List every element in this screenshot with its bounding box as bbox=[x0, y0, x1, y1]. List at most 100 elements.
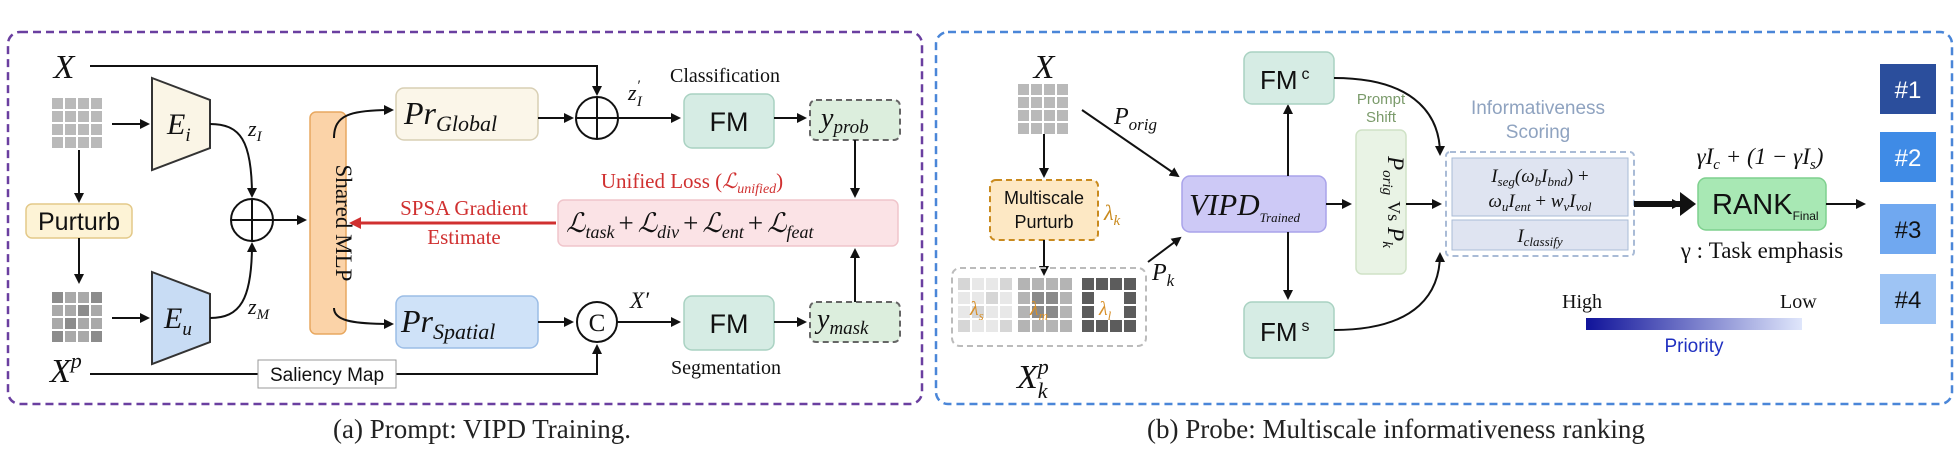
grid-cell bbox=[1082, 278, 1094, 290]
grid-cell bbox=[1044, 84, 1055, 95]
classify-score-label: Iclassify bbox=[1516, 226, 1563, 249]
prompt-shift-text: PorigVsPk bbox=[1379, 155, 1408, 248]
grid-cell bbox=[1018, 84, 1029, 95]
shared-mlp-box bbox=[309, 111, 347, 335]
grid-cell bbox=[986, 306, 998, 318]
grid-cell bbox=[52, 292, 63, 303]
grid-cell bbox=[52, 305, 63, 316]
z-m-label: zM bbox=[247, 294, 271, 323]
grid-cell bbox=[91, 318, 102, 329]
probe-x-label: X bbox=[1032, 49, 1056, 86]
grid-cell bbox=[78, 305, 89, 316]
scale-grids-container bbox=[951, 267, 1147, 347]
multiscale-label-1: Multiscale bbox=[1004, 188, 1084, 208]
grid-cell bbox=[65, 318, 76, 329]
perturb-label: Purturb bbox=[38, 208, 120, 236]
grid-cell bbox=[1057, 97, 1068, 108]
fm-segmentation-label: FM bbox=[710, 309, 749, 339]
grid-cell bbox=[972, 320, 984, 332]
rank-box-2: #2 bbox=[1880, 132, 1936, 182]
svg-text:#1: #1 bbox=[1895, 77, 1922, 104]
encoder-u bbox=[151, 270, 211, 366]
vipd-diagram: X Xp Purturb Ei Eu zI zM Shared MLP PrGl… bbox=[6, 30, 1954, 406]
grid-cell bbox=[1046, 320, 1058, 332]
grid-cell bbox=[958, 306, 970, 318]
grid-cell bbox=[1032, 292, 1044, 304]
grid-cell bbox=[1096, 320, 1108, 332]
lambda-s-label: λs bbox=[969, 298, 984, 323]
priority-high-label: High bbox=[1562, 291, 1602, 313]
grid-cell bbox=[52, 124, 63, 135]
grid-cell bbox=[78, 331, 89, 342]
rank-final-label: RANKFinal bbox=[1712, 189, 1819, 223]
grid-cell bbox=[65, 98, 76, 109]
grid-cell bbox=[1044, 123, 1055, 134]
grid-cell bbox=[1110, 292, 1122, 304]
lambda-m-label: λm bbox=[1029, 298, 1048, 323]
rank-box-4: #4 bbox=[1880, 274, 1936, 324]
y-mask-label: ymask bbox=[814, 304, 869, 339]
grid-cell bbox=[1110, 320, 1122, 332]
concat-label: C bbox=[589, 310, 606, 337]
grid-cell bbox=[1110, 278, 1122, 290]
grid-cell bbox=[1018, 306, 1030, 318]
segmentation-label: Segmentation bbox=[671, 357, 781, 379]
pr-global-label: PrGlobal bbox=[403, 95, 497, 136]
grid-cell bbox=[1031, 110, 1042, 121]
grid-cell bbox=[1082, 320, 1094, 332]
seg-score-line1: Iseg(ωbIbnd) + bbox=[1490, 166, 1589, 189]
x-prime-label: X′ bbox=[629, 288, 650, 313]
grid-cell bbox=[1032, 306, 1044, 318]
grid-cell bbox=[1060, 320, 1072, 332]
grid-cell bbox=[1032, 278, 1044, 290]
grid-cell bbox=[65, 331, 76, 342]
saliency-map-box bbox=[257, 359, 397, 389]
perturbed-input-label: Xp bbox=[48, 348, 82, 390]
grid-cell bbox=[1044, 110, 1055, 121]
grid-cell bbox=[1000, 292, 1012, 304]
grid-cell bbox=[78, 292, 89, 303]
rank-box-3: #3 bbox=[1880, 204, 1936, 254]
classification-label: Classification bbox=[670, 65, 780, 87]
grid-cell bbox=[1096, 278, 1108, 290]
encoder-i bbox=[151, 76, 211, 172]
y-mask-box bbox=[809, 301, 901, 343]
grid-cell bbox=[1082, 292, 1094, 304]
priority-label: Priority bbox=[1664, 336, 1724, 357]
z-i-label: zI bbox=[247, 116, 263, 145]
grid-cell bbox=[1124, 278, 1136, 290]
grid-cell bbox=[1018, 110, 1029, 121]
grid-cell bbox=[972, 292, 984, 304]
scale-grid-medium bbox=[1018, 278, 1072, 332]
grid-cell bbox=[65, 124, 76, 135]
gamma-note: γ : Task emphasis bbox=[1680, 238, 1844, 263]
prompt-shift-label-1: Prompt bbox=[1357, 91, 1406, 108]
prompt-shift-box bbox=[1355, 129, 1407, 275]
multiscale-label-2: Purturb bbox=[1014, 212, 1073, 232]
grid-cell bbox=[78, 111, 89, 122]
encoder-i-label: Ei bbox=[166, 108, 191, 146]
vipd-trained-label: VIPDTrained bbox=[1189, 187, 1301, 225]
grid-cell bbox=[1096, 306, 1108, 318]
spsa-label-line2: Estimate bbox=[427, 225, 500, 249]
informativeness-label-1: Informativeness bbox=[1471, 98, 1605, 119]
grid-cell bbox=[65, 137, 76, 148]
p-k-label: Pk bbox=[1151, 260, 1175, 290]
grid-cell bbox=[1000, 320, 1012, 332]
priority-low-label: Low bbox=[1780, 291, 1817, 313]
grid-cell bbox=[1031, 84, 1042, 95]
grid-cell bbox=[1046, 306, 1058, 318]
grid-cell bbox=[1031, 123, 1042, 134]
scale-grid-large bbox=[1082, 278, 1136, 332]
grid-cell bbox=[1082, 306, 1094, 318]
fm-classification-label: FM bbox=[710, 107, 749, 137]
grid-cell bbox=[1000, 306, 1012, 318]
input-x-label: X bbox=[52, 49, 76, 86]
grid-cell bbox=[78, 98, 89, 109]
grid-cell bbox=[1057, 84, 1068, 95]
svg-text:#4: #4 bbox=[1895, 287, 1922, 314]
grid-cell bbox=[91, 305, 102, 316]
gamma-formula: γIc + (1 − γIs) bbox=[1697, 144, 1824, 173]
input-image-grid-top bbox=[52, 98, 102, 148]
